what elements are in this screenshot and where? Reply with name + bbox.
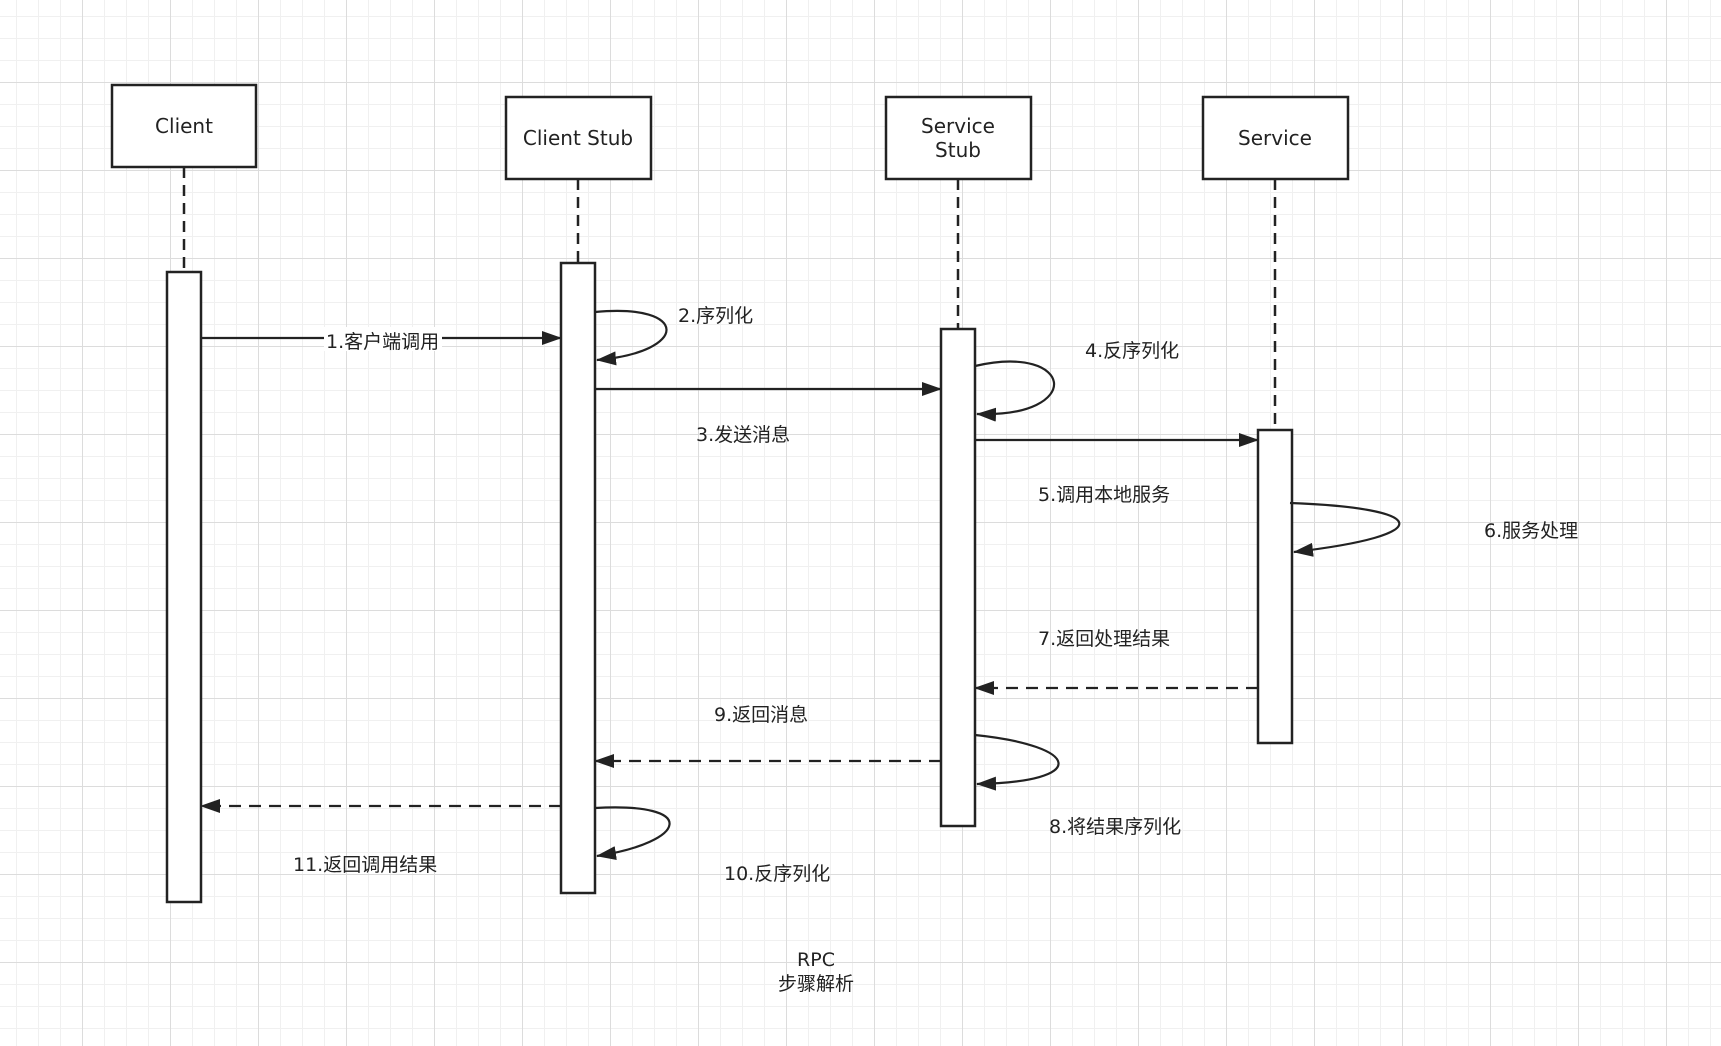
caption-line-1: RPC: [797, 949, 835, 971]
service-stub-activation: [939, 327, 977, 828]
message-11-return-call-result: 11.返回调用结果: [200, 799, 561, 876]
participant-client[interactable]: Client: [110, 83, 258, 169]
client-activation: [165, 270, 203, 904]
message-label: 8.将结果序列化: [1049, 816, 1181, 838]
participant-service-stub[interactable]: Service Stub: [884, 95, 1033, 181]
message-label: 1.客户端调用: [326, 331, 439, 353]
message-label: 5.调用本地服务: [1038, 484, 1170, 506]
message-8-serialize-result: 8.将结果序列化: [974, 733, 1181, 838]
message-4-deserialize: 4.反序列化: [974, 340, 1179, 422]
message-6-service-processing: 6.服务处理: [1289, 501, 1578, 557]
message-3-send-message: 3.发送消息: [595, 382, 942, 446]
message-5-call-local-service: 5.调用本地服务: [975, 433, 1259, 506]
message-label: 10.反序列化: [724, 863, 830, 885]
message-7-return-processing-result: 7.返回处理结果: [974, 628, 1258, 695]
caption-line-2: 步骤解析: [778, 973, 854, 995]
client-stub-activation: [559, 261, 597, 895]
diagram-caption: RPC 步骤解析: [778, 949, 854, 995]
message-1-client-call: 1.客户端调用: [201, 327, 562, 353]
message-label: 2.序列化: [678, 305, 753, 327]
message-label: 9.返回消息: [714, 704, 808, 726]
message-label: 6.服务处理: [1484, 520, 1578, 542]
service-activation: [1256, 428, 1294, 745]
participant-service[interactable]: Service: [1201, 95, 1350, 181]
message-label: 11.返回调用结果: [293, 854, 437, 876]
message-label: 7.返回处理结果: [1038, 628, 1170, 650]
participant-label: Client: [155, 114, 213, 138]
message-2-serialize: 2.序列化: [594, 305, 753, 366]
participant-label: Client Stub: [523, 126, 633, 150]
participant-label-line-2: Stub: [935, 138, 981, 162]
participant-label: Service: [1238, 126, 1312, 150]
participant-client-stub[interactable]: Client Stub: [504, 95, 653, 181]
message-label: 4.反序列化: [1085, 340, 1179, 362]
message-label: 3.发送消息: [696, 424, 790, 446]
message-9-return-message: 9.返回消息: [594, 704, 941, 768]
message-10-deserialize: 10.反序列化: [594, 806, 830, 885]
participant-label-line-1: Service: [921, 114, 995, 138]
